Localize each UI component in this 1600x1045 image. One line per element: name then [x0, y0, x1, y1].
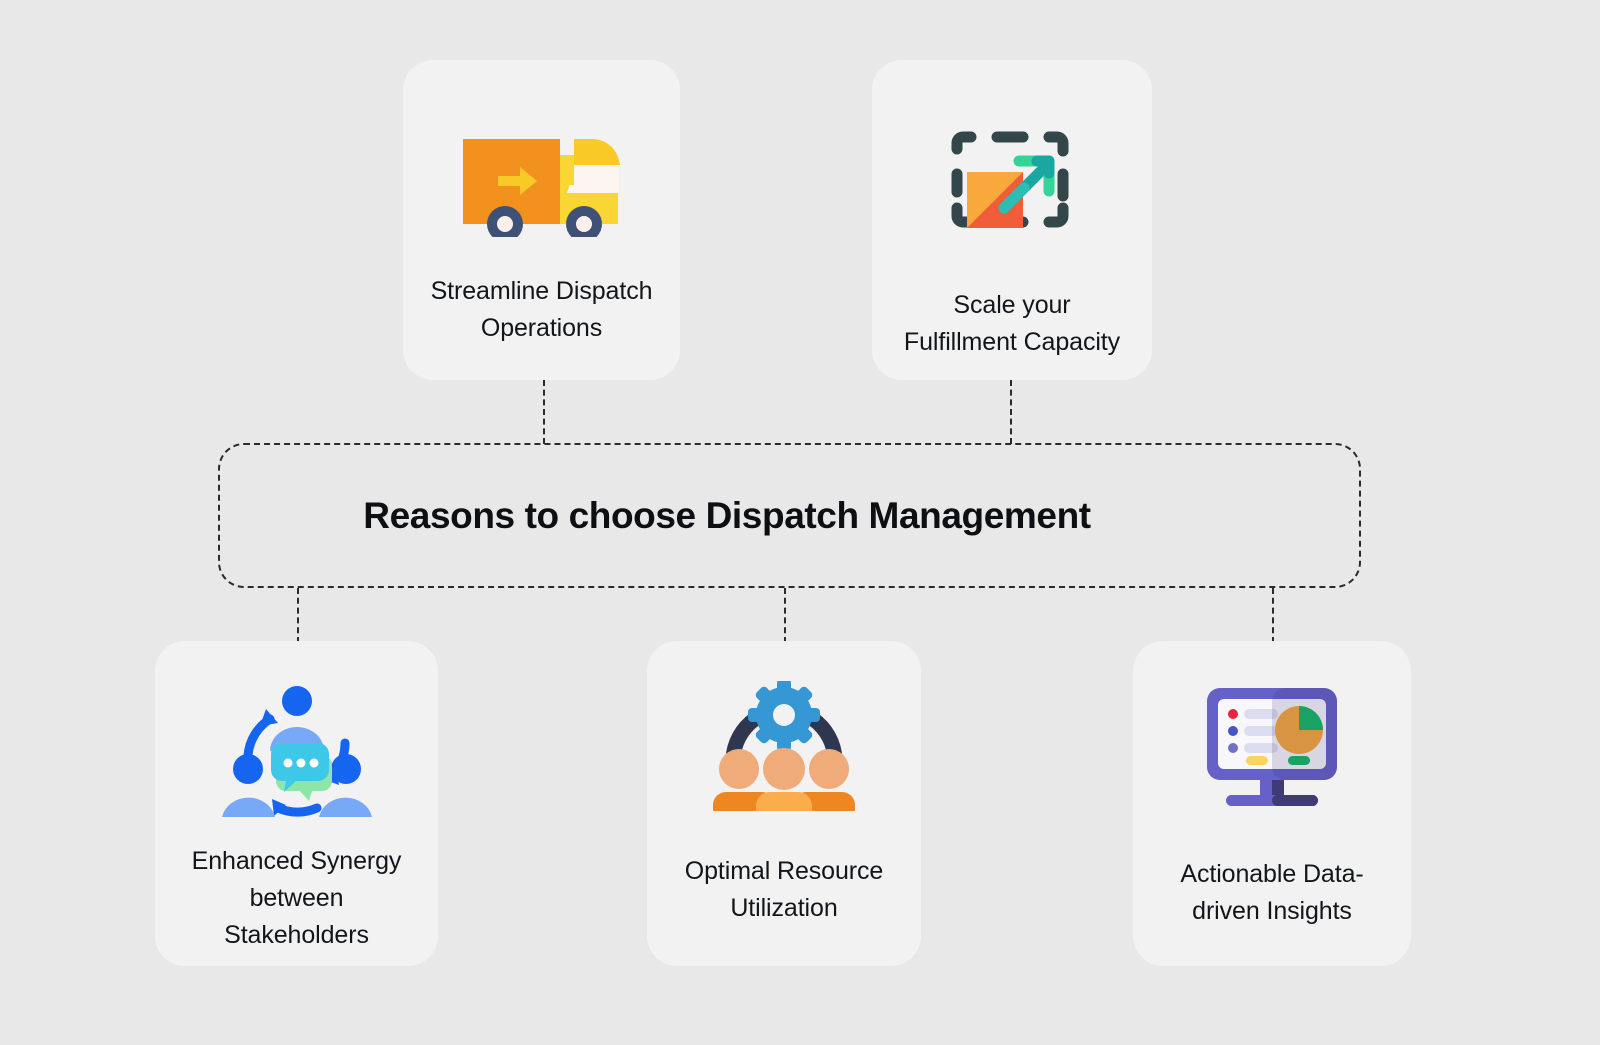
- card-streamline-dispatch[interactable]: Streamline Dispatch Operations: [403, 60, 680, 380]
- page-title: Reasons to choose Dispatch Management: [363, 494, 1091, 536]
- connector-center-to-synergy: [297, 588, 299, 643]
- card-label: Scale your Fulfillment Capacity: [903, 291, 1121, 356]
- analytics-monitor-icon: [1202, 686, 1342, 806]
- scale-expand-icon: [947, 122, 1077, 247]
- card-actionable-insights[interactable]: Actionable Data- driven Insights: [1133, 641, 1411, 966]
- card-optimal-resource[interactable]: Optimal Resource Utilization: [647, 641, 921, 966]
- center-banner: Reasons to choose Dispatch Management: [218, 443, 1361, 588]
- card-enhanced-synergy[interactable]: Enhanced Synergy between Stakeholders: [155, 641, 438, 966]
- card-scale-capacity[interactable]: Scale your Fulfillment Capacity: [872, 60, 1152, 380]
- delivery-truck-icon: [458, 125, 626, 237]
- card-label: Streamline Dispatch Operations: [430, 277, 653, 342]
- connector-dispatch-to-center: [543, 380, 545, 444]
- card-label: Optimal Resource Utilization: [684, 857, 884, 922]
- connector-center-to-insights: [1272, 588, 1274, 643]
- connector-center-to-resource: [784, 588, 786, 643]
- card-label: Actionable Data- driven Insights: [1180, 860, 1364, 925]
- connector-scale-to-center: [1010, 380, 1012, 444]
- people-collaboration-icon: [221, 681, 372, 821]
- team-gear-icon: [713, 681, 855, 811]
- card-label: Enhanced Synergy between Stakeholders: [191, 847, 402, 949]
